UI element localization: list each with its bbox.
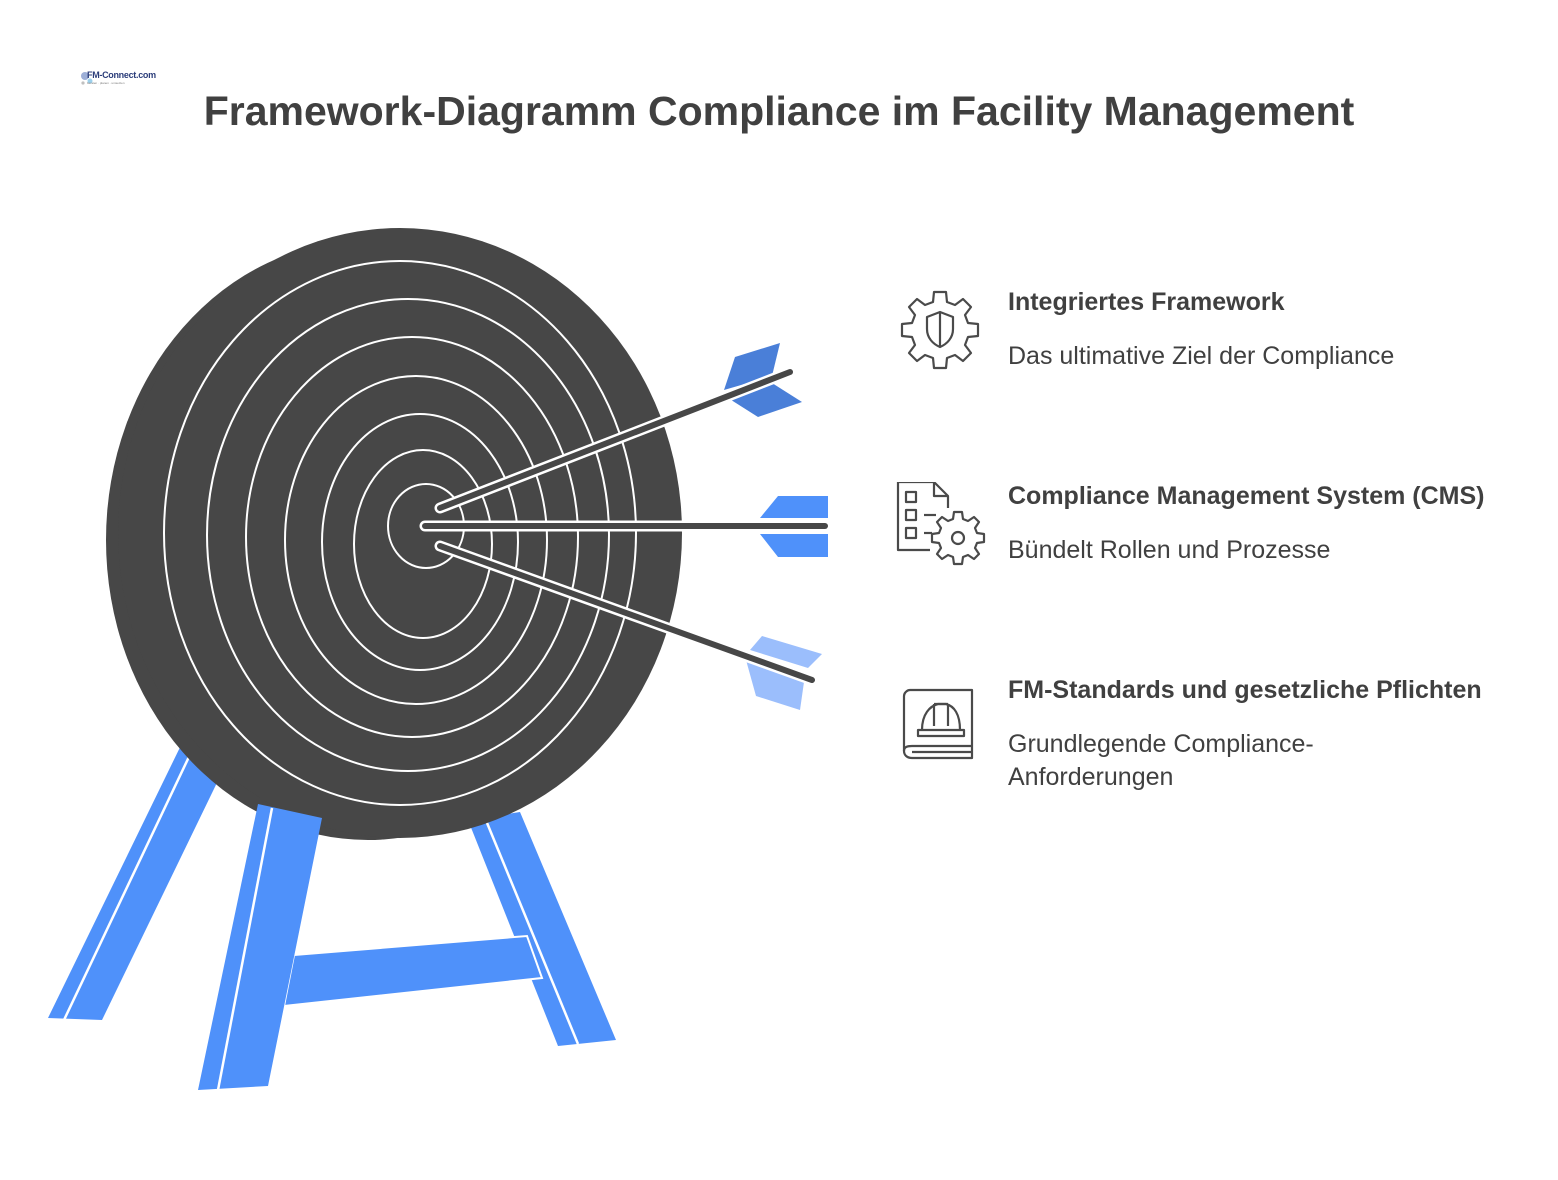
legend-item-cms: Compliance Management System (CMS) Bünde… [890, 482, 1530, 612]
item-heading: Integriertes Framework [1008, 288, 1285, 316]
book-hardhat-icon [902, 688, 974, 760]
item-description: Grundlegende Compliance-Anforderungen [1008, 730, 1314, 791]
item-description: Bündelt Rollen und Prozesse [1008, 536, 1331, 564]
checklist-gear-icon [896, 482, 986, 566]
item-description: Das ultimative Ziel der Compliance [1008, 342, 1395, 370]
item-heading: Compliance Management System (CMS) [1008, 482, 1485, 510]
target-rings [163, 260, 637, 806]
target-board [106, 228, 682, 840]
legend-item-integrated-framework: Integriertes Framework Das ultimative Zi… [890, 288, 1530, 418]
logo-tagline: beraten · planen · umsetzen [87, 81, 125, 85]
item-heading: FM-Standards und gesetzliche Pflichten [1008, 676, 1482, 704]
stand-crossbar [282, 934, 544, 1008]
logo-splash-icon [81, 72, 93, 85]
arrow-middle [419, 496, 831, 557]
stand-back-right-leg [468, 812, 616, 1046]
stand-front-leg [198, 804, 322, 1091]
page-title: Framework-Diagramm Compliance im Facilit… [203, 88, 1355, 134]
logo-wordmark: FM-Connect.com [87, 70, 156, 80]
stand-back-left-leg [48, 735, 228, 1021]
target-illustration [48, 228, 831, 1091]
arrow-bottom [434, 540, 822, 710]
legend-item-fm-standards: FM-Standards und gesetzliche Pflichten G… [890, 676, 1530, 806]
gear-shield-icon [900, 290, 980, 370]
fm-connect-logo: FM-Connect.com beraten · planen · umsetz… [78, 66, 156, 90]
arrow-top [434, 343, 802, 514]
